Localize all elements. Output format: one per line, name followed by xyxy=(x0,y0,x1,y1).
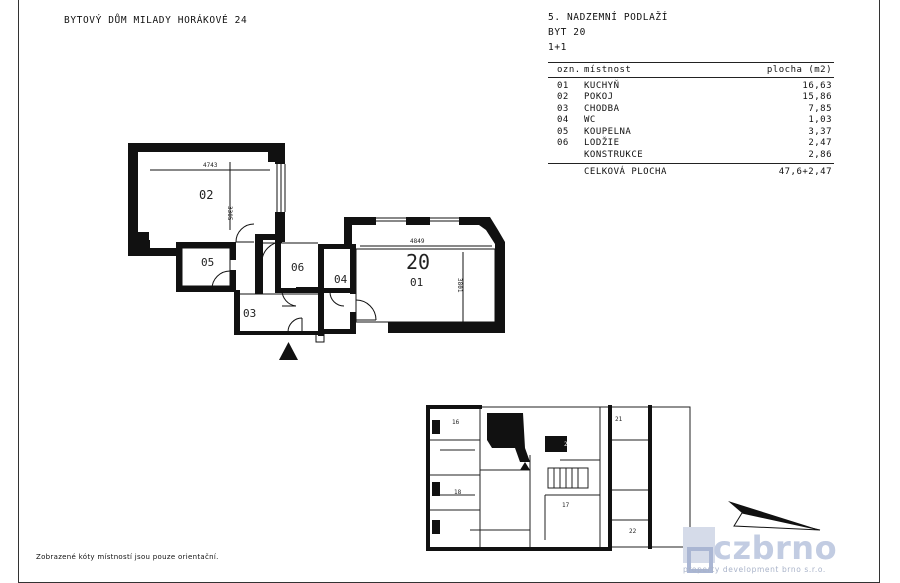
footnote: Zobrazené kóty místností jsou pouze orie… xyxy=(36,553,219,561)
unit-number: 20 xyxy=(406,250,430,274)
dimension-label: 3801 xyxy=(456,278,463,293)
key-plan-entrance-marker xyxy=(520,462,530,470)
key-plan-unit-label: 16 xyxy=(452,419,460,426)
dimension-label: 4743 xyxy=(203,162,218,169)
room-label: 05 xyxy=(201,256,214,269)
company-logo: czbrno property development brno s.r.o. xyxy=(677,527,882,577)
highlighted-unit-detail xyxy=(545,436,567,452)
room-label: 02 xyxy=(199,188,213,202)
header-code: ozn. xyxy=(557,65,581,75)
room-label: 03 xyxy=(243,307,256,320)
entrance-marker xyxy=(279,342,298,360)
key-plan-unit-label: 17 xyxy=(562,502,570,509)
floor-label: 5. NADZEMNÍ PODLAŽÍ xyxy=(548,12,669,23)
plan-thin-lines xyxy=(150,162,496,343)
header-area: plocha (m2) xyxy=(766,65,832,75)
logo-tagline: property development brno s.r.o. xyxy=(683,565,826,574)
total-label: CELKOVÁ PLOCHA xyxy=(584,167,667,177)
key-plan-unit-label: 18 xyxy=(454,489,462,496)
room-label: 06 xyxy=(291,261,304,274)
table-header: ozn. místnost plocha (m2) xyxy=(548,65,834,77)
dimension-label: 4849 xyxy=(410,238,425,245)
highlighted-unit xyxy=(487,413,530,462)
key-plan-unit-label: 22 xyxy=(629,528,637,535)
header-room: místnost xyxy=(584,65,632,75)
table-total-row: CELKOVÁ PLOCHA 47,6+2,47 xyxy=(548,167,834,179)
layout-type-label: 1+1 xyxy=(548,42,567,53)
logo-wordmark: czbrno xyxy=(713,529,838,567)
total-value: 47,6+2,47 xyxy=(778,167,832,177)
key-plan-labels: 16 18 20 17 21 22 xyxy=(452,416,637,535)
plan-walls xyxy=(128,143,505,336)
key-plan-walls xyxy=(426,405,652,551)
dimension-labels: 4743 3305 4849 3801 xyxy=(203,162,463,293)
room-label: 01 xyxy=(410,276,423,289)
north-arrow-icon xyxy=(728,501,821,531)
building-title: BYTOVÝ DŮM MILADY HORÁKOVÉ 24 xyxy=(64,15,248,26)
key-plan-unit-label: 21 xyxy=(615,416,623,423)
unit-label: BYT 20 xyxy=(548,27,586,38)
key-plan-unit-label: 20 xyxy=(564,441,572,448)
dimension-label: 3305 xyxy=(226,206,233,221)
room-label: 04 xyxy=(334,273,348,286)
logo-mark-inner xyxy=(687,547,713,573)
room-labels: 02 05 06 04 03 01 20 xyxy=(199,188,430,320)
